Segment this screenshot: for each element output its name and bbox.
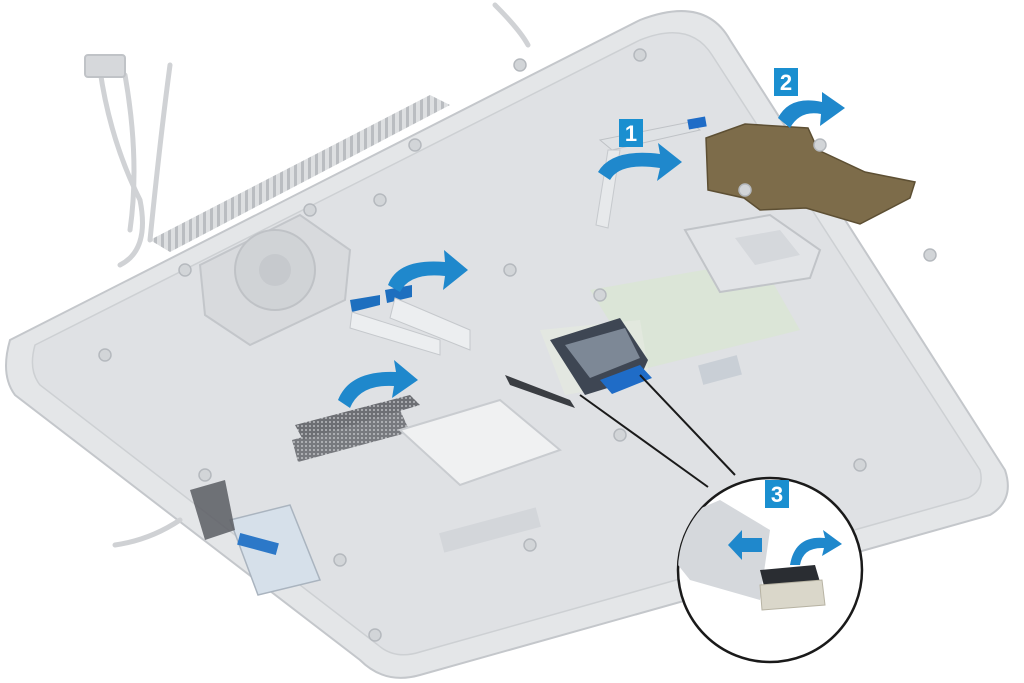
arrow-left-icon [728, 530, 762, 560]
curved-arrow-icon [778, 92, 845, 128]
screws [98, 48, 937, 642]
step-2-label: 2 [780, 70, 792, 95]
step-1-badge: 1 [619, 119, 643, 147]
step-2-badge: 2 [774, 68, 798, 96]
callout-lines [579, 374, 736, 488]
antenna-cables [84, 2, 531, 548]
left-ribbon-cable [292, 395, 420, 462]
copper-shield [705, 123, 916, 225]
curved-arrow-icon [598, 143, 682, 181]
curved-arrow-icon [338, 360, 418, 408]
curved-arrow-icon [790, 530, 842, 565]
step-3-label: 3 [771, 482, 783, 507]
system-fan [198, 213, 352, 347]
curved-arrow-icon [388, 250, 468, 292]
display-ribbon-cable [505, 318, 652, 408]
vent-grille [150, 95, 450, 252]
ribbon-connectors [349, 285, 471, 356]
step-1-label: 1 [625, 121, 637, 146]
step-3-badge: 3 [765, 480, 789, 508]
io-board [190, 480, 322, 596]
smartcard-reader [683, 213, 822, 294]
